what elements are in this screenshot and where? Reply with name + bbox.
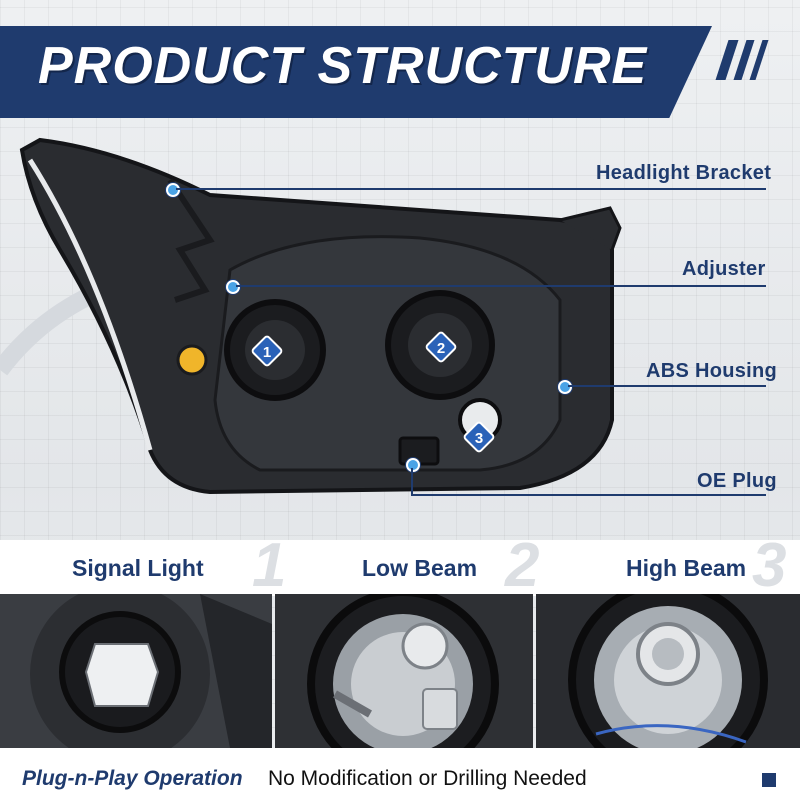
low-beam-detail (275, 594, 533, 748)
badge-3-shape (463, 421, 495, 453)
badge-3: 3 (475, 430, 483, 447)
caption-number-1: 1 (252, 531, 287, 600)
footer-band (0, 748, 800, 800)
callout-oe-plug: OE Plug (697, 470, 777, 492)
callout-dot-oe-plug (406, 458, 420, 472)
footer-description: No Modification or Drilling Needed (268, 767, 587, 790)
badge-1: 1 (263, 344, 271, 361)
badge-3-group: 3 (463, 421, 495, 453)
amber-marker (176, 344, 208, 376)
high-beam-detail (536, 594, 800, 748)
callout-dot-abs-housing (558, 380, 572, 394)
chrome-strip (27, 158, 153, 451)
page-title: PRODUCT STRUCTURE (38, 37, 648, 95)
badge-1-group: 1 (251, 335, 283, 367)
badge-1-shape (251, 335, 283, 367)
footer-square-icon (762, 773, 776, 787)
caption-band (0, 540, 800, 596)
callout-line-bracket (176, 188, 766, 190)
headlight-illustration: 1 2 3 (0, 137, 622, 495)
callout-line-adjuster (236, 285, 766, 287)
callout-headlight-bracket: Headlight Bracket (596, 162, 772, 184)
bracket-shape (559, 206, 622, 251)
signal-light-detail (0, 594, 272, 748)
oe-plug-shape (398, 436, 440, 466)
callout-line-oe-plug-vertical (411, 468, 413, 494)
caption-number-2: 2 (505, 531, 540, 600)
callout-dot-bracket (166, 183, 180, 197)
title-banner (0, 26, 712, 118)
photo-high-beam (536, 594, 800, 748)
badge-2-group: 2 (425, 331, 457, 363)
photo-signal-light (0, 594, 272, 748)
badge-2: 2 (437, 340, 445, 357)
housing-ribs (167, 178, 215, 303)
callout-line-oe-plug (411, 494, 766, 496)
callout-abs-housing: ABS Housing (646, 360, 778, 382)
caption-high-beam: High Beam (626, 555, 747, 581)
caption-low-beam: Low Beam (362, 555, 478, 581)
caption-number-3: 3 (752, 531, 787, 600)
footer-highlight: Plug-n-Play Operation (22, 767, 243, 790)
badge-2-shape (425, 331, 457, 363)
callout-dot-adjuster (226, 280, 240, 294)
photo-low-beam (275, 594, 533, 748)
callout-line-abs-housing (568, 385, 766, 387)
callout-adjuster: Adjuster (682, 258, 766, 280)
caption-signal-light: Signal Light (72, 555, 204, 581)
